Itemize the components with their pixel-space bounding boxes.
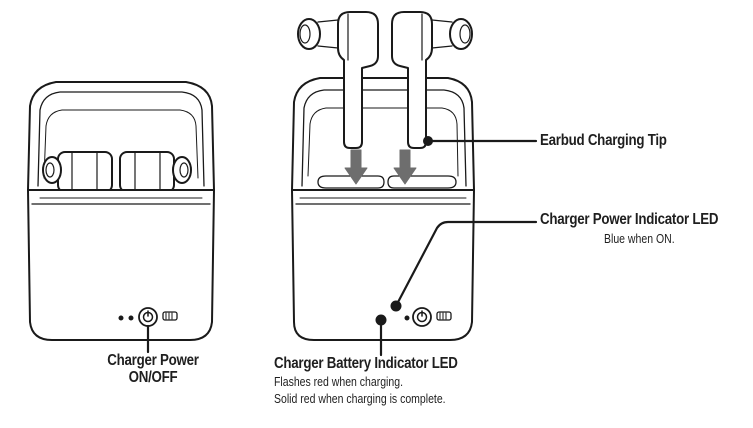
charger-battery-led-label: Charger Battery Indicator LED Flashes re… — [274, 355, 488, 406]
battery-icon — [436, 311, 452, 321]
power-icon — [412, 307, 432, 327]
leader-charger-power-led — [394, 220, 538, 308]
lifted-earbud-right — [391, 11, 473, 149]
charger-power-line2: ON/OFF — [128, 369, 178, 386]
earbud-charging-tip-label: Earbud Charging Tip — [540, 132, 687, 150]
left-case-earbuds — [42, 151, 192, 193]
left-case-base — [27, 189, 215, 341]
right-case-base — [291, 189, 475, 341]
charger-power-switch-label: Charger Power ON/OFF — [97, 352, 209, 386]
charger-power-line1: Charger Power — [107, 352, 199, 369]
charger-power-led-title: Charger Power Indicator LED — [540, 211, 719, 228]
charger-power-led-label: Charger Power Indicator LED Blue when ON… — [540, 211, 747, 247]
charger-battery-led-note1: Flashes red when charging. — [274, 375, 403, 389]
charger-power-led-note: Blue when ON. — [604, 232, 675, 246]
charger-battery-led-note2: Solid red when charging is complete. — [274, 391, 446, 406]
left-charging-case — [27, 81, 215, 354]
down-arrow-icon — [344, 149, 417, 185]
battery-icon — [162, 311, 178, 321]
charger-battery-led-title: Charger Battery Indicator LED — [274, 355, 458, 372]
right-charging-case — [291, 11, 475, 341]
earbud-charging-tip-title: Earbud Charging Tip — [540, 132, 667, 149]
lifted-earbud-left — [297, 11, 379, 149]
right-case-lid — [291, 77, 475, 191]
leader-earbud-charging-tip — [423, 136, 538, 146]
left-indicator-dot — [118, 315, 124, 321]
